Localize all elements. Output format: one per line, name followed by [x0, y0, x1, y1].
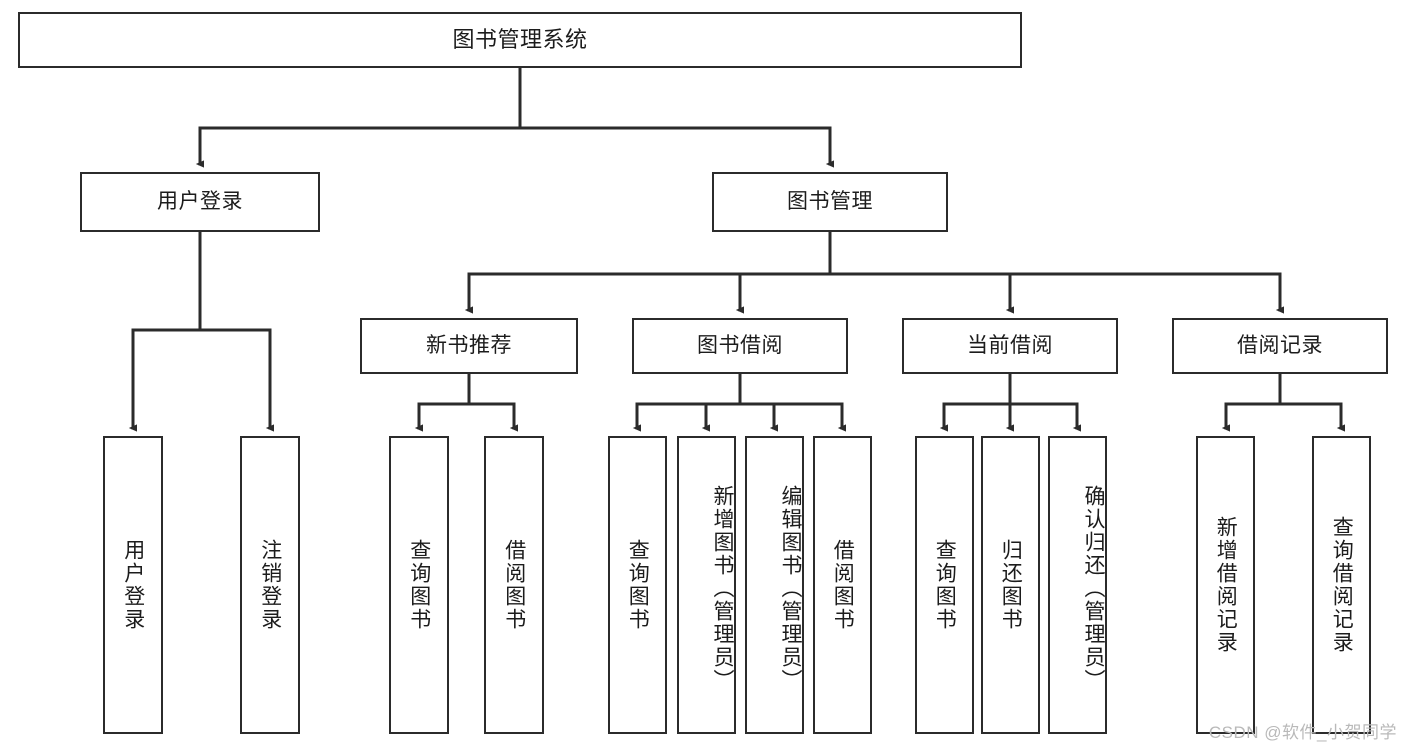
node-book-borrow[interactable]: 图书借阅: [632, 318, 848, 374]
node-root-system[interactable]: 图书管理系统: [18, 12, 1022, 68]
leaf-add-borrow-record[interactable]: 新增借阅记录: [1196, 436, 1255, 734]
leaf-query-books-recommend[interactable]: 查询图书: [389, 436, 449, 734]
leaf-borrow-books[interactable]: 借阅图书: [813, 436, 872, 734]
leaf-confirm-return-admin[interactable]: 确认归还（管理员）: [1048, 436, 1107, 734]
node-new-book-recommend[interactable]: 新书推荐: [360, 318, 578, 374]
leaf-add-book-admin[interactable]: 新增图书（管理员）: [677, 436, 736, 734]
leaf-return-books[interactable]: 归还图书: [981, 436, 1040, 734]
leaf-user-login[interactable]: 用户登录: [103, 436, 163, 734]
node-current-borrow[interactable]: 当前借阅: [902, 318, 1118, 374]
node-book-management[interactable]: 图书管理: [712, 172, 948, 232]
leaf-query-books-borrow[interactable]: 查询图书: [608, 436, 667, 734]
node-user-login[interactable]: 用户登录: [80, 172, 320, 232]
leaf-query-borrow-record[interactable]: 查询借阅记录: [1312, 436, 1371, 734]
watermark-text: CSDN @软件_小贺同学: [1208, 723, 1397, 742]
leaf-logout[interactable]: 注销登录: [240, 436, 300, 734]
leaf-edit-book-admin[interactable]: 编辑图书（管理员）: [745, 436, 804, 734]
leaf-borrow-books-recommend[interactable]: 借阅图书: [484, 436, 544, 734]
leaf-query-books-current[interactable]: 查询图书: [915, 436, 974, 734]
node-borrow-records[interactable]: 借阅记录: [1172, 318, 1388, 374]
